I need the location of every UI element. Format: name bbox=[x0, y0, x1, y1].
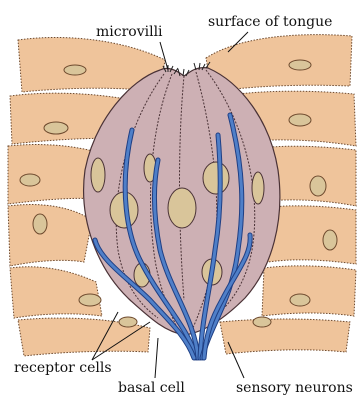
nucleus bbox=[289, 114, 311, 126]
nucleus bbox=[119, 317, 137, 327]
nucleus bbox=[91, 158, 105, 192]
basal-cell-leader bbox=[155, 338, 158, 378]
nucleus bbox=[289, 60, 311, 70]
epithelial-cell bbox=[10, 267, 102, 318]
nucleus bbox=[33, 214, 47, 234]
label-basal-cell: basal cell bbox=[118, 380, 185, 396]
nucleus bbox=[252, 172, 264, 204]
nucleus bbox=[253, 317, 271, 327]
epithelial-cell bbox=[8, 205, 92, 266]
nucleus bbox=[323, 230, 337, 250]
epithelial-cell bbox=[262, 266, 356, 316]
nucleus bbox=[310, 176, 326, 196]
nucleus bbox=[64, 65, 86, 75]
nucleus bbox=[290, 294, 310, 306]
nucleus bbox=[203, 162, 229, 194]
nucleus bbox=[20, 174, 40, 186]
label-microvilli: microvilli bbox=[96, 24, 163, 40]
nucleus bbox=[168, 188, 196, 228]
epithelial-cell bbox=[220, 319, 350, 354]
nucleus bbox=[79, 294, 101, 306]
nucleus bbox=[44, 122, 68, 134]
label-sensory-neurons: sensory neurons bbox=[236, 380, 353, 396]
label-receptor-cells: receptor cells bbox=[14, 360, 112, 376]
label-surface-of-tongue: surface of tongue bbox=[208, 14, 332, 30]
